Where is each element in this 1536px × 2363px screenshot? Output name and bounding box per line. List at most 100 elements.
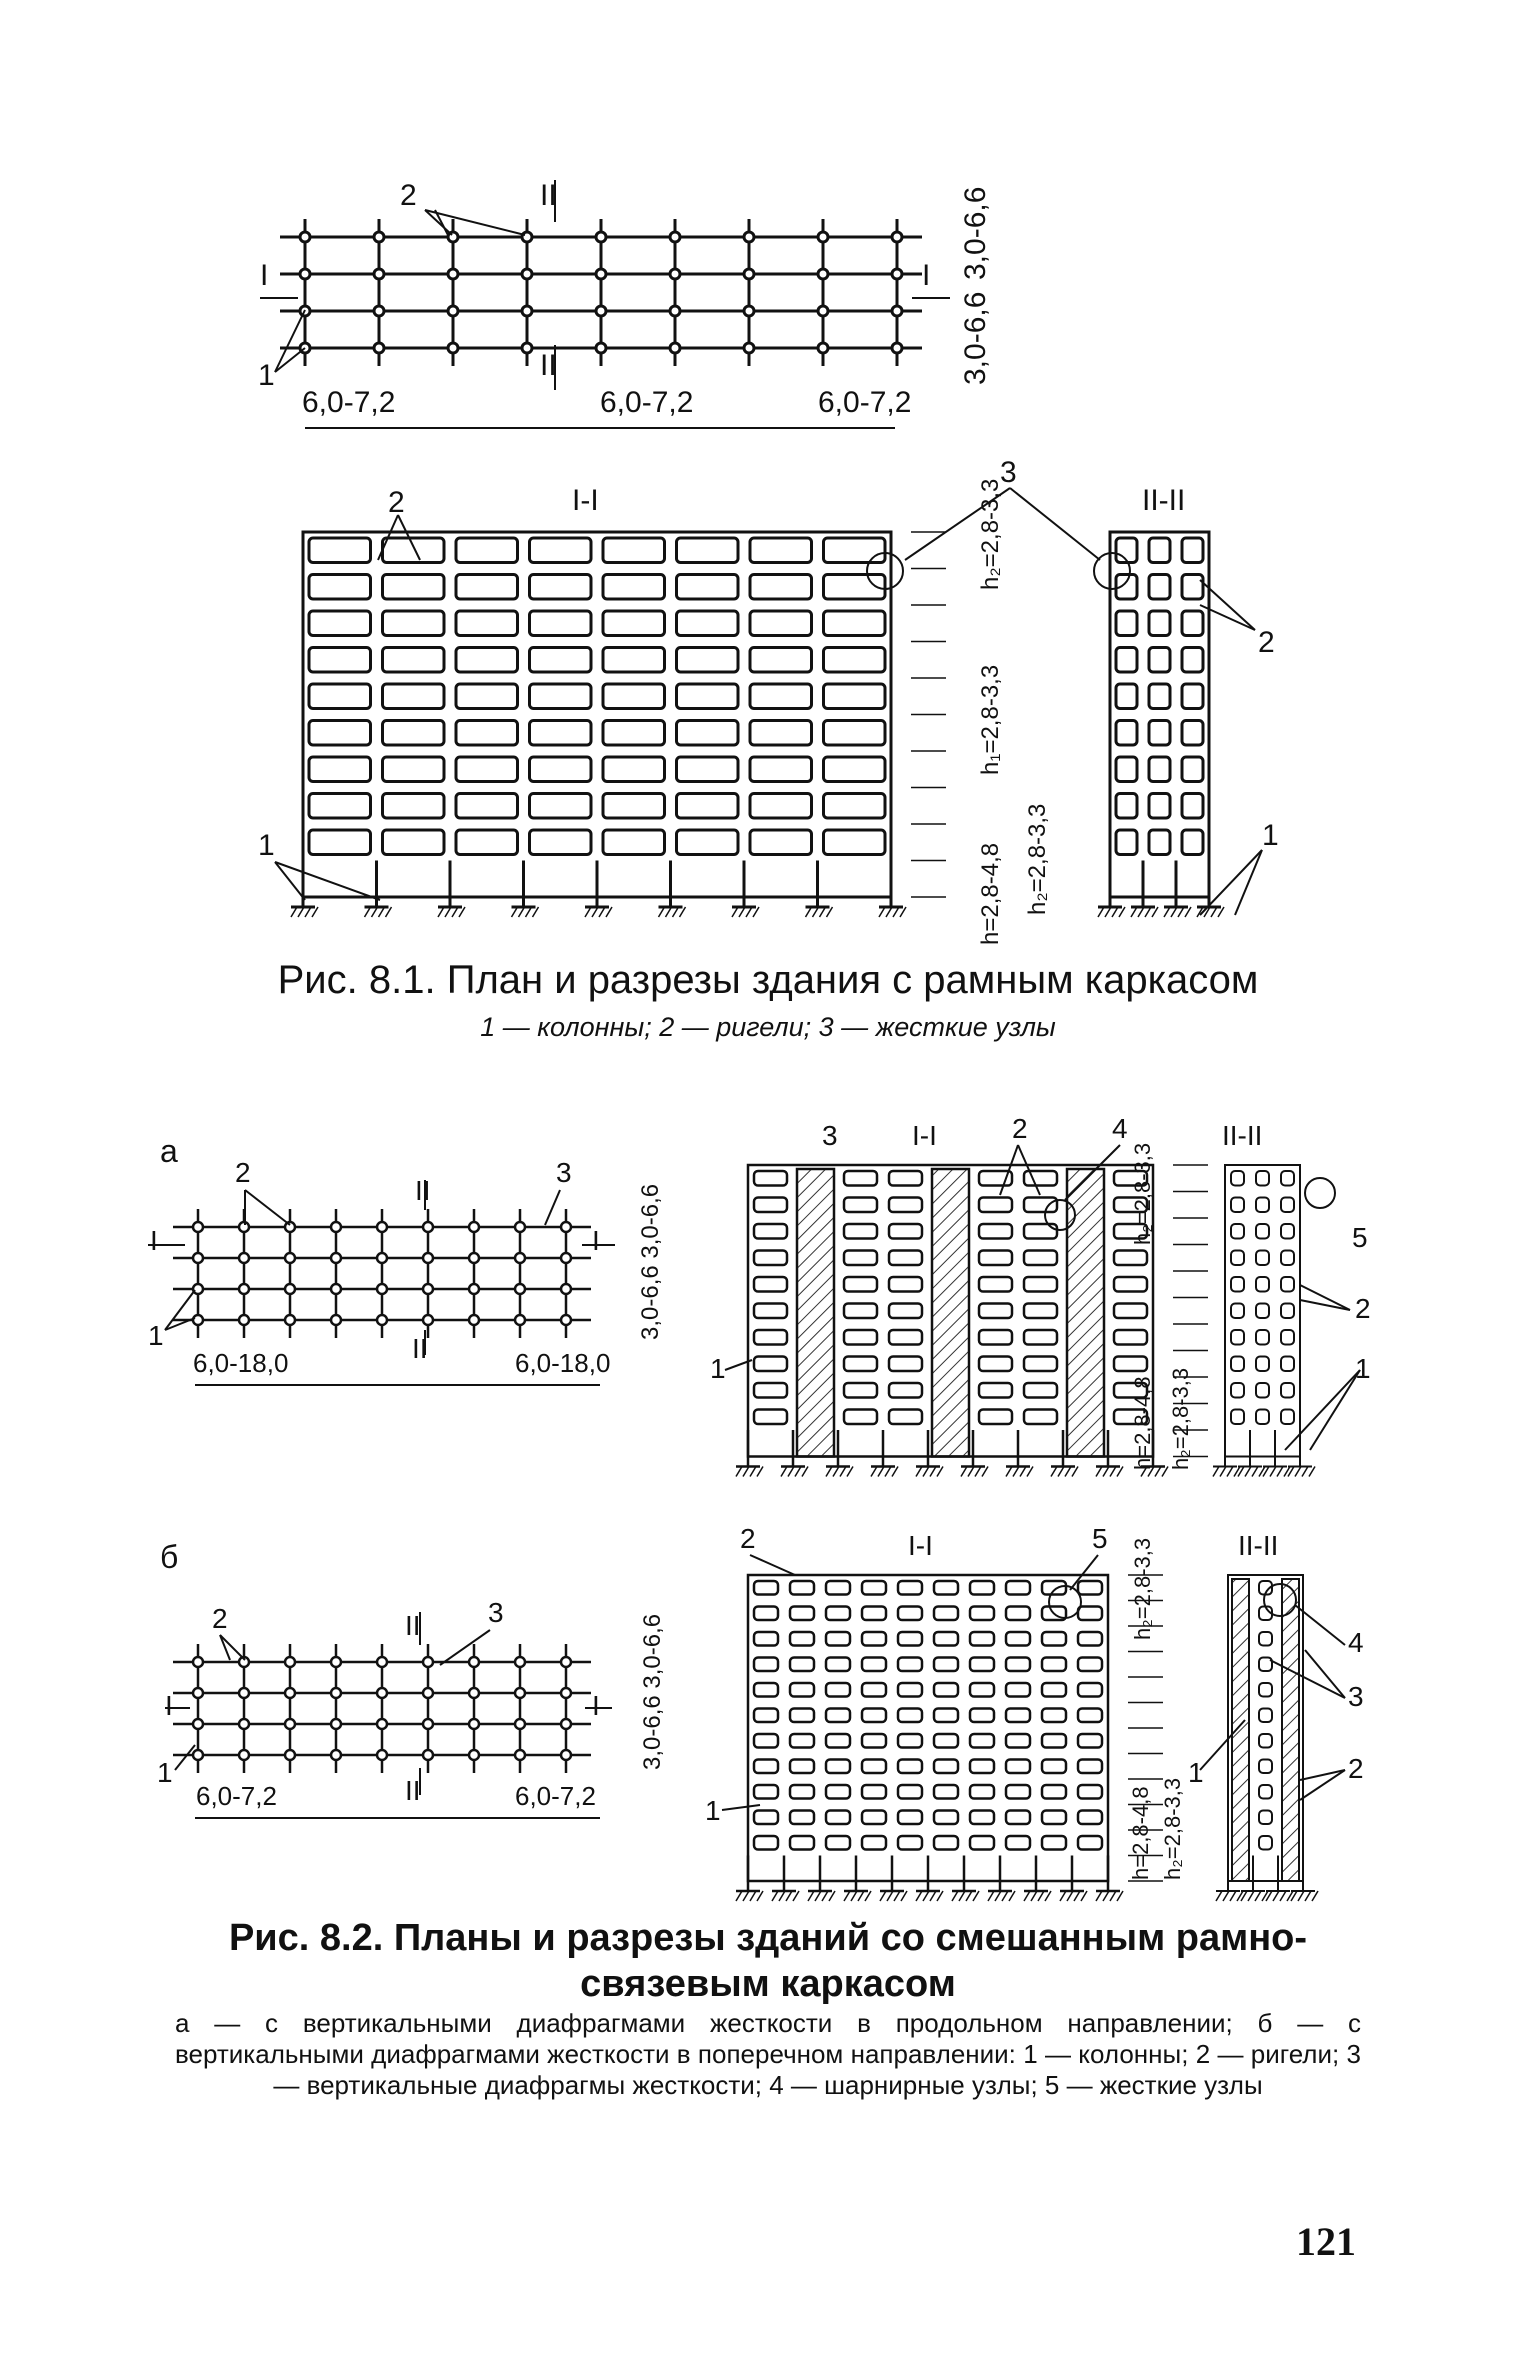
frame-cell [977, 1328, 1014, 1346]
foundation-hatch [584, 906, 592, 918]
fig82b-dim-h2: h₂=2,8-3,3 [1160, 1778, 1185, 1880]
frame-cell [528, 792, 593, 820]
column-node [237, 1748, 251, 1762]
column-node [742, 341, 756, 355]
foundation-hatch [1287, 1466, 1295, 1477]
column-node [668, 230, 682, 244]
fig81-plan-bay-bottom: 3,0-6,6 [959, 292, 992, 385]
frame-cell [824, 1579, 852, 1596]
frame-cell [675, 609, 740, 637]
frame-cell [860, 1579, 888, 1596]
foundation-hatch [377, 906, 386, 918]
fig81-section-I-callout-1: 1 [258, 829, 275, 862]
foundation-hatch [877, 1466, 885, 1477]
column-node [375, 1220, 389, 1234]
foundation-hatch [1144, 906, 1152, 918]
frame-cell [307, 536, 372, 564]
fig82a-section-II-title: II-II [1222, 1120, 1262, 1151]
foundation-hatch [657, 906, 666, 918]
column-node [816, 267, 830, 281]
frame-cell [1255, 1249, 1270, 1266]
frame-cell [1255, 1302, 1270, 1319]
fig82a-span-left: 6,0-18,0 [193, 1348, 288, 1378]
foundation-hatch [1102, 1890, 1110, 1902]
foundation-hatch [825, 906, 834, 918]
frame-cell [824, 1681, 852, 1698]
frame-cell [788, 1579, 816, 1596]
foundation-hatch [1210, 906, 1218, 918]
frame-cell [842, 1196, 879, 1214]
foundation-hatch [885, 906, 893, 918]
foundation-hatch [1059, 1890, 1067, 1902]
frame-cell [1280, 1355, 1295, 1372]
column-node [467, 1313, 481, 1327]
frame-cell [601, 792, 666, 820]
foundation-hatch [1008, 1890, 1016, 1902]
column-node [283, 1282, 297, 1296]
foundation-hatch [843, 1890, 851, 1902]
frame-cell [1040, 1809, 1068, 1826]
stiffening-diaphragm [1281, 1578, 1300, 1882]
foundation-hatch [987, 1890, 995, 1902]
fig82b-plan-mark-I-left: I [165, 1690, 173, 1721]
column-node [890, 341, 904, 355]
column-node [446, 341, 460, 355]
foundation-hatch [884, 1466, 892, 1477]
frame-cell [307, 609, 372, 637]
foundation-hatch [531, 906, 540, 918]
frame-cell [1180, 792, 1205, 820]
frame-cell [1112, 1222, 1149, 1240]
frame-cell [1280, 1196, 1295, 1213]
frame-cell [675, 536, 740, 564]
frame-cell [1076, 1783, 1104, 1800]
frame-cell [1004, 1809, 1032, 1826]
frame-cell [824, 1758, 852, 1775]
frame-cell [1076, 1758, 1104, 1775]
frame-cell [1255, 1382, 1270, 1399]
foundation-hatch [981, 1466, 989, 1477]
frame-cell [454, 792, 519, 820]
fig82b-section-II-frame [1215, 1574, 1319, 1902]
frame-cell [1022, 1169, 1059, 1187]
frame-cell [1147, 609, 1172, 637]
foundation-hatch [678, 906, 687, 918]
frame-cell [860, 1656, 888, 1673]
foundation-hatch [1196, 906, 1204, 918]
frame-cell [601, 646, 666, 674]
foundation-hatch [745, 906, 753, 918]
frame-outline [1224, 1164, 1301, 1458]
foundation-hatch [1184, 906, 1192, 918]
column-node [191, 1655, 205, 1669]
frame-cell [1004, 1707, 1032, 1724]
frame-cell [860, 1707, 888, 1724]
frame-cell [896, 1630, 924, 1647]
foundation-hatch [1236, 1890, 1244, 1902]
foundation-hatch [899, 906, 907, 918]
foundation-hatch [1262, 1466, 1270, 1477]
column-node [329, 1748, 343, 1762]
column-node [467, 1220, 481, 1234]
fig82b-section-II-title: II-II [1238, 1530, 1278, 1561]
frame-cell [752, 1656, 780, 1673]
foundation-hatch [1308, 1466, 1316, 1477]
fig82b-section-I-frame [735, 1573, 1163, 1902]
foundation-hatch [1244, 1466, 1252, 1477]
column-node [559, 1748, 573, 1762]
fig82b-sec3-label: 3 [1348, 1681, 1364, 1712]
frame-cell [1280, 1223, 1295, 1240]
foundation-hatch [893, 1890, 901, 1902]
frame-cell [1112, 1355, 1149, 1373]
foundation-hatch [1226, 1466, 1234, 1477]
foundation-hatch [811, 906, 820, 918]
frame-cell [528, 755, 593, 783]
foundation-hatch [1290, 1890, 1298, 1902]
frame-cell [752, 1809, 780, 1826]
frame-cell [307, 682, 372, 710]
frame-cell [752, 1758, 780, 1775]
frame-cell [381, 682, 446, 710]
fig81-caption-title: Рис. 8.1. План и разрезы здания с рамным… [277, 958, 1259, 1002]
fig82b-sec1-mid-label: 1 [1188, 1757, 1204, 1788]
foundation-hatch [1116, 1890, 1124, 1902]
frame-cell [1004, 1579, 1032, 1596]
frame-cell [1147, 755, 1172, 783]
